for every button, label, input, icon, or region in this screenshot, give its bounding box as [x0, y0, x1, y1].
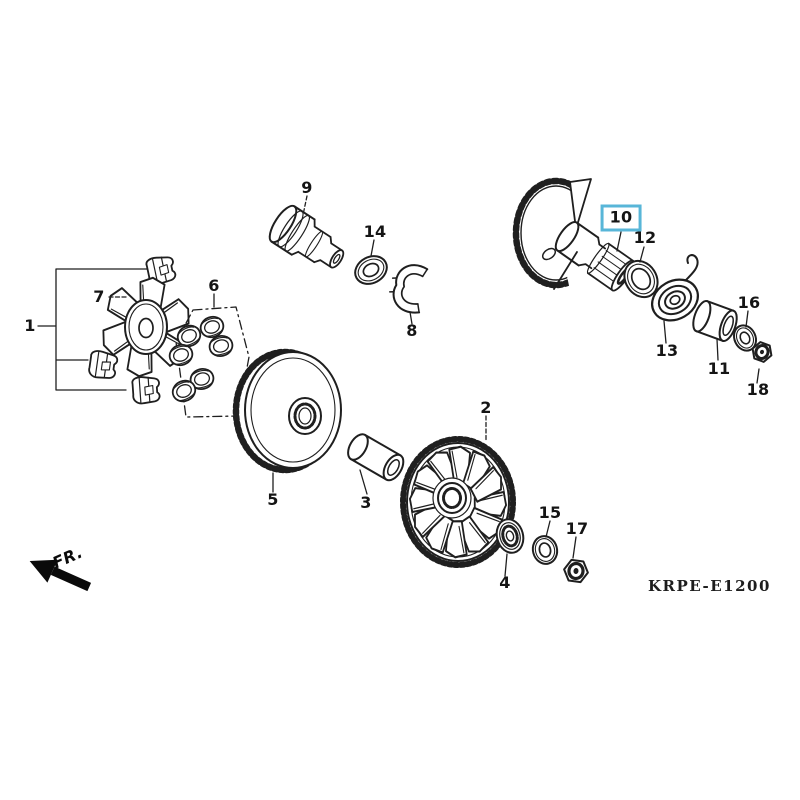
part-16-washer: [733, 324, 757, 352]
part-callout-13[interactable]: 13: [655, 341, 679, 360]
leader-15: [545, 520, 551, 538]
part-callout-15[interactable]: 15: [538, 503, 562, 522]
part-callout-8[interactable]: 8: [406, 321, 418, 340]
part-callout-11[interactable]: 11: [707, 359, 731, 378]
leader-13: [663, 320, 667, 344]
part-15-washer: [531, 535, 559, 565]
leader-14: [370, 239, 375, 257]
part-17-nut: [563, 558, 589, 584]
leader-16: [745, 310, 749, 328]
part-callout-5[interactable]: 5: [267, 490, 279, 509]
leader-9: [302, 195, 308, 216]
part-5-drive-face-disc: [232, 348, 342, 493]
part-callout-17[interactable]: 17: [565, 519, 589, 538]
part-callout-6[interactable]: 6: [208, 276, 220, 295]
part-7-ramp-plate: [98, 273, 194, 381]
part-callout-10-highlighted[interactable]: 10: [600, 204, 642, 232]
leader-8: [409, 311, 413, 325]
leader-3: [359, 469, 368, 495]
part-14-washer: [354, 255, 388, 285]
part-callout-9[interactable]: 9: [301, 178, 313, 197]
part-8-clip: [389, 264, 429, 314]
leader-11: [716, 338, 719, 361]
part-12-washer: [623, 259, 659, 299]
front-direction-arrow: [29, 559, 92, 592]
part-4-splined-boss: [495, 518, 525, 554]
part-11-collar: [692, 299, 738, 343]
part-callout-1[interactable]: 1: [24, 316, 36, 335]
part-callout-16[interactable]: 16: [737, 293, 761, 312]
part-callout-3[interactable]: 3: [360, 493, 372, 512]
part-callout-4[interactable]: 4: [499, 573, 511, 592]
part-1-slide-pieces: [37, 253, 178, 405]
part-callout-18[interactable]: 18: [746, 380, 770, 399]
part-callout-12[interactable]: 12: [633, 228, 657, 247]
leader-17: [572, 536, 577, 559]
diagram-code: KRPE-E1200: [648, 577, 771, 595]
part-18-nut: [751, 341, 773, 363]
part-2-fan-drive-face: [400, 415, 516, 568]
leader-4: [504, 553, 508, 577]
part-9-spindle: [268, 204, 345, 269]
leader-10: [616, 231, 622, 252]
leader-12: [639, 246, 645, 263]
part-13-friction-spring: [651, 254, 699, 322]
part-callout-14[interactable]: 14: [363, 222, 387, 241]
part-callout-2[interactable]: 2: [480, 398, 492, 417]
part-3-collar-pipe: [347, 433, 405, 482]
part-callout-7[interactable]: 7: [93, 287, 105, 306]
leader-18: [756, 368, 760, 384]
